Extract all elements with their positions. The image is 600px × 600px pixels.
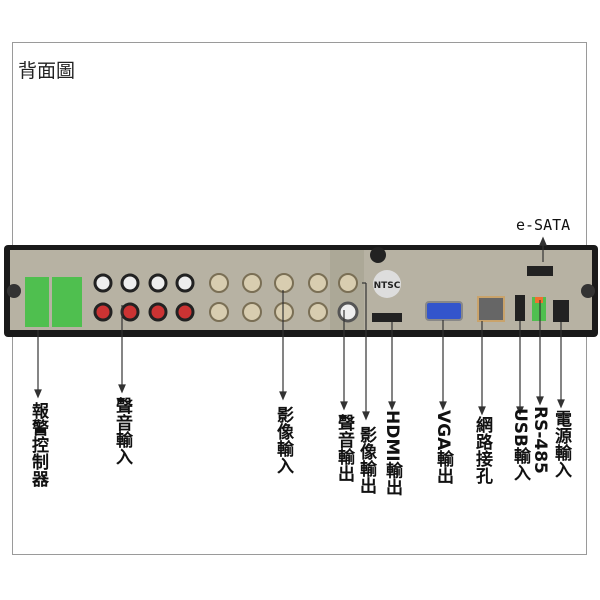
- video-in-bnc: [209, 273, 358, 322]
- label-audio-in: 聲音輸入: [112, 397, 132, 465]
- hdmi-port: [372, 313, 402, 322]
- audio-in-ports: [93, 273, 195, 322]
- lan-port: [477, 296, 505, 322]
- mount-left: [7, 284, 21, 298]
- label-hdmi-out: HDMI輸出: [382, 410, 402, 496]
- label-video-out: 影像輸出: [356, 426, 376, 494]
- label-video-in: 影像輸入: [273, 406, 293, 474]
- alarm-terminal: [25, 277, 82, 327]
- pointer-arrows: [34, 236, 565, 421]
- label-power-in: 電源輸入: [551, 410, 571, 478]
- audio-out-port: [337, 301, 359, 323]
- usb-port: [515, 295, 525, 321]
- esata-port: [527, 266, 553, 276]
- screw: [370, 247, 386, 263]
- ntsc-text: NTSC: [374, 281, 401, 291]
- ntsc-badge: [373, 270, 401, 298]
- label-esata: e-SATA: [516, 216, 571, 234]
- label-audio-out: 聲音輸出: [334, 414, 354, 482]
- label-network-port: 網路接孔: [472, 416, 492, 484]
- label-alarm-controller: 報警控制器: [28, 402, 48, 487]
- mount-right: [581, 284, 595, 298]
- label-vga-out: VGA輸出: [433, 410, 453, 485]
- power-port: [553, 300, 569, 322]
- label-usb-in: USB輸入: [510, 408, 530, 482]
- page-title: 背面圖: [18, 60, 76, 82]
- vga-port: [425, 301, 463, 321]
- label-rs485: RS-485: [530, 406, 550, 474]
